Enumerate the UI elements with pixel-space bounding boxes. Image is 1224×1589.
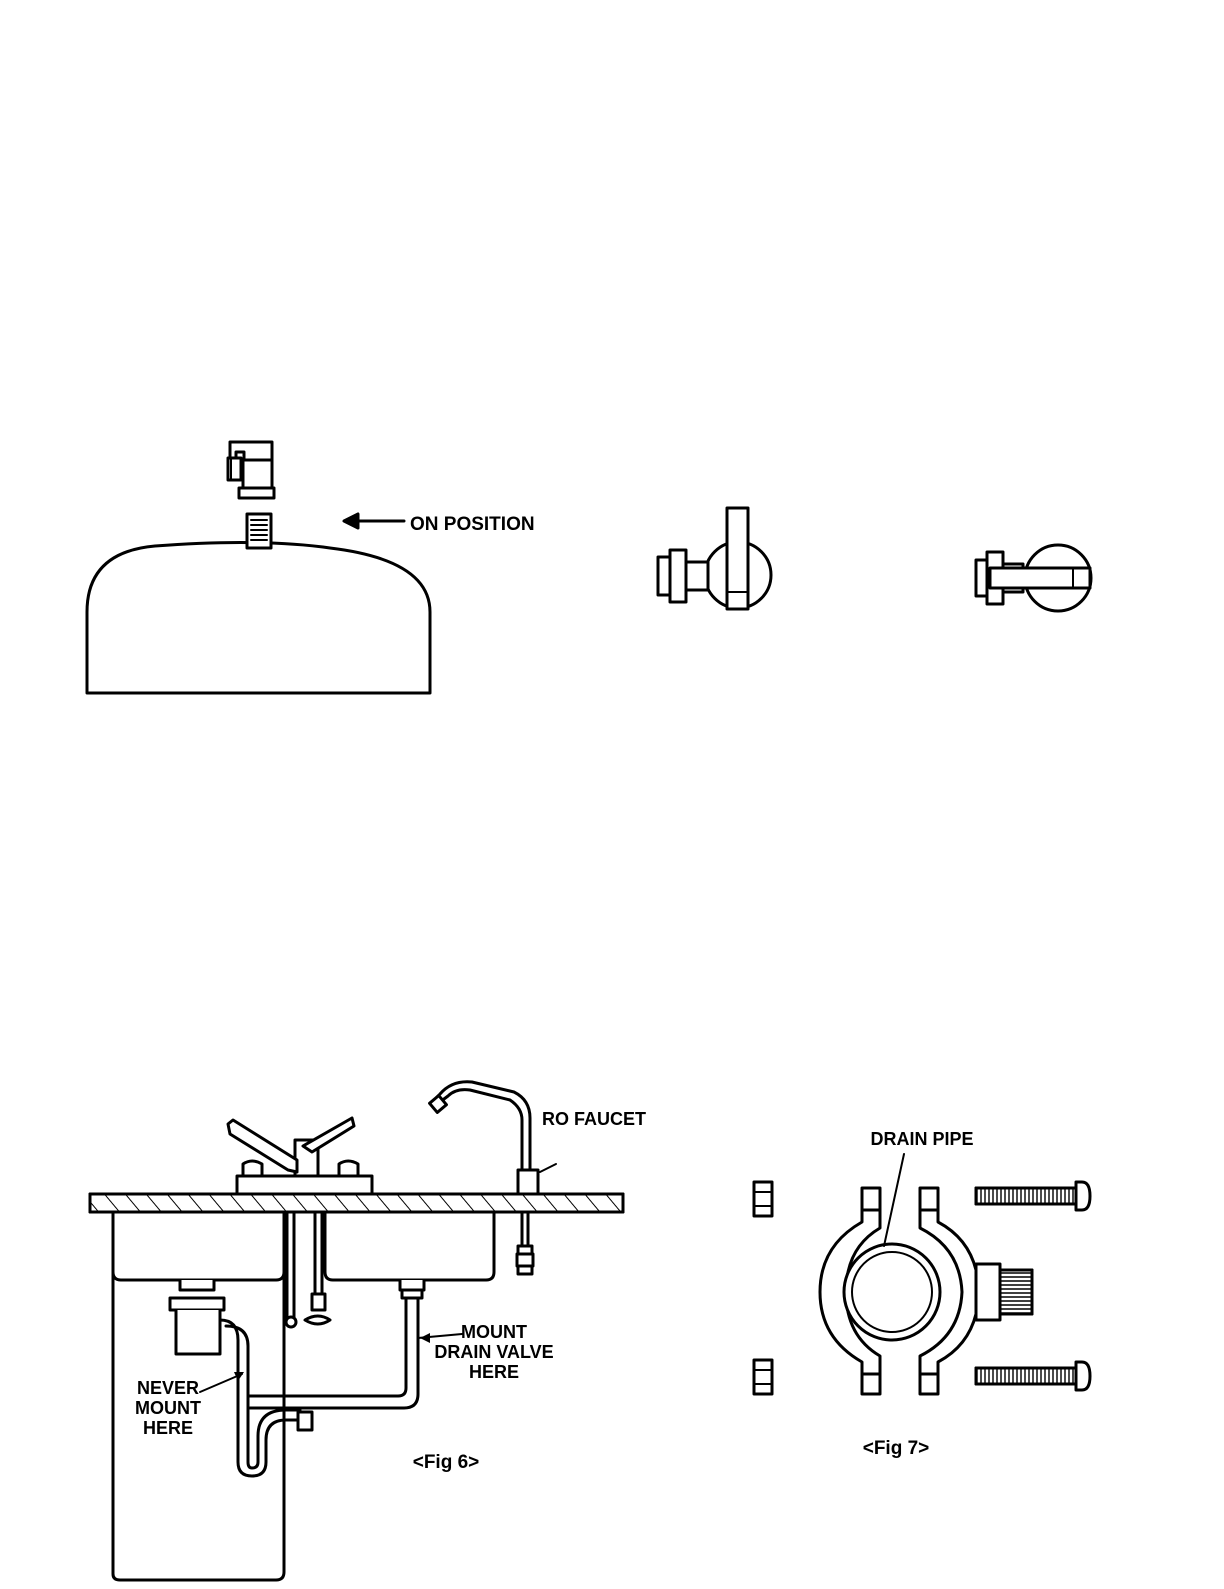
mount-label-line3: HERE bbox=[469, 1362, 519, 1382]
valve-closed-icon bbox=[976, 545, 1091, 611]
mount-label-line1: MOUNT bbox=[461, 1322, 527, 1342]
mount-label-line2: DRAIN VALVE bbox=[434, 1342, 553, 1362]
on-position-label: ON POSITION bbox=[410, 514, 535, 535]
tank-valve-icon bbox=[87, 442, 430, 693]
never-label-line1: NEVER bbox=[137, 1378, 199, 1398]
never-label-line2: MOUNT bbox=[135, 1398, 201, 1418]
fig6-caption: <Fig 6> bbox=[413, 1452, 480, 1473]
sink-icon bbox=[90, 1082, 623, 1580]
on-position-arrow bbox=[344, 514, 404, 528]
ro-faucet-label: RO FAUCET bbox=[542, 1109, 646, 1129]
drain-pipe-label: DRAIN PIPE bbox=[870, 1129, 973, 1149]
valve-open-icon bbox=[658, 508, 771, 609]
never-label-line3: HERE bbox=[143, 1418, 193, 1438]
drain-saddle-clamp-icon bbox=[754, 1154, 1090, 1394]
fig7-caption: <Fig 7> bbox=[863, 1438, 930, 1459]
